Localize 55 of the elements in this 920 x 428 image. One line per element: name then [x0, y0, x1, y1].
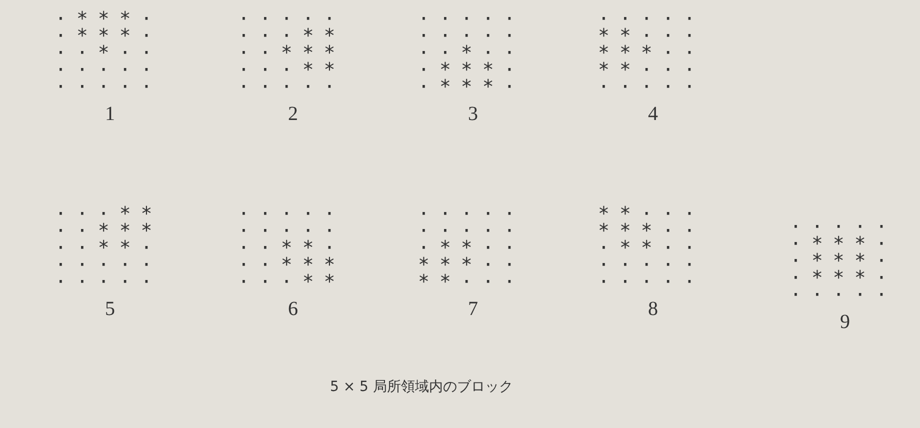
pattern-row: ·····	[238, 205, 346, 223]
caption: 5 × 5 局所領域内のブロック	[330, 378, 513, 396]
block-number: 2	[288, 104, 298, 124]
pattern-row: **···	[598, 205, 706, 223]
pattern-row: ··***	[55, 222, 162, 240]
pattern-row: ··**·	[238, 239, 346, 257]
pattern-row: ***··	[418, 256, 526, 274]
pattern-row: ··*··	[418, 44, 526, 62]
pattern-row: ···**	[238, 61, 346, 79]
pattern-row: ·***·	[790, 252, 898, 270]
pattern-row: ···**	[238, 27, 346, 45]
pattern-row: ***··	[598, 44, 706, 62]
pattern-row: **···	[418, 273, 526, 291]
pattern-row: ·····	[418, 222, 526, 240]
pattern-row: ·***·	[418, 78, 526, 96]
pattern-row: ·***·	[790, 235, 898, 253]
pattern-row: ·**··	[598, 239, 706, 257]
pattern-row: ·····	[238, 78, 346, 96]
pattern-row: ···**	[238, 273, 346, 291]
pattern-row: ·····	[55, 78, 162, 96]
pattern-row: ··**·	[55, 239, 162, 257]
pattern-row: ·····	[598, 256, 706, 274]
pattern-row: ·····	[790, 218, 898, 236]
pattern-row: ··***	[238, 256, 346, 274]
pattern-row: ·***·	[55, 10, 162, 28]
pattern-row: ·····	[55, 256, 162, 274]
pattern-row: ·***·	[55, 27, 162, 45]
pattern-row: ·····	[418, 27, 526, 45]
pattern-row: ·***·	[418, 61, 526, 79]
pattern-row: ···**	[55, 205, 162, 223]
pattern-row: ··*··	[55, 44, 162, 62]
pattern-row: ·**··	[418, 239, 526, 257]
block-number: 9	[840, 312, 850, 332]
block-number: 7	[468, 299, 478, 319]
pattern-row: ·····	[790, 286, 898, 304]
block-number: 3	[468, 104, 478, 124]
block-number: 5	[105, 299, 115, 319]
pattern-row: ·····	[418, 205, 526, 223]
block-number: 6	[288, 299, 298, 319]
pattern-row: ·····	[418, 10, 526, 28]
pattern-row: ·***·	[790, 269, 898, 287]
pattern-row: ·····	[55, 273, 162, 291]
block-number: 8	[648, 299, 658, 319]
pattern-row: ·····	[598, 78, 706, 96]
pattern-row: ***··	[598, 222, 706, 240]
block-number: 4	[648, 104, 658, 124]
pattern-row: ·····	[238, 10, 346, 28]
pattern-row: ··***	[238, 44, 346, 62]
pattern-row: **···	[598, 61, 706, 79]
pattern-row: **···	[598, 27, 706, 45]
pattern-row: ·····	[598, 273, 706, 291]
block-number: 1	[105, 104, 115, 124]
pattern-row: ·····	[55, 61, 162, 79]
pattern-row: ·····	[238, 222, 346, 240]
pattern-row: ·····	[598, 10, 706, 28]
